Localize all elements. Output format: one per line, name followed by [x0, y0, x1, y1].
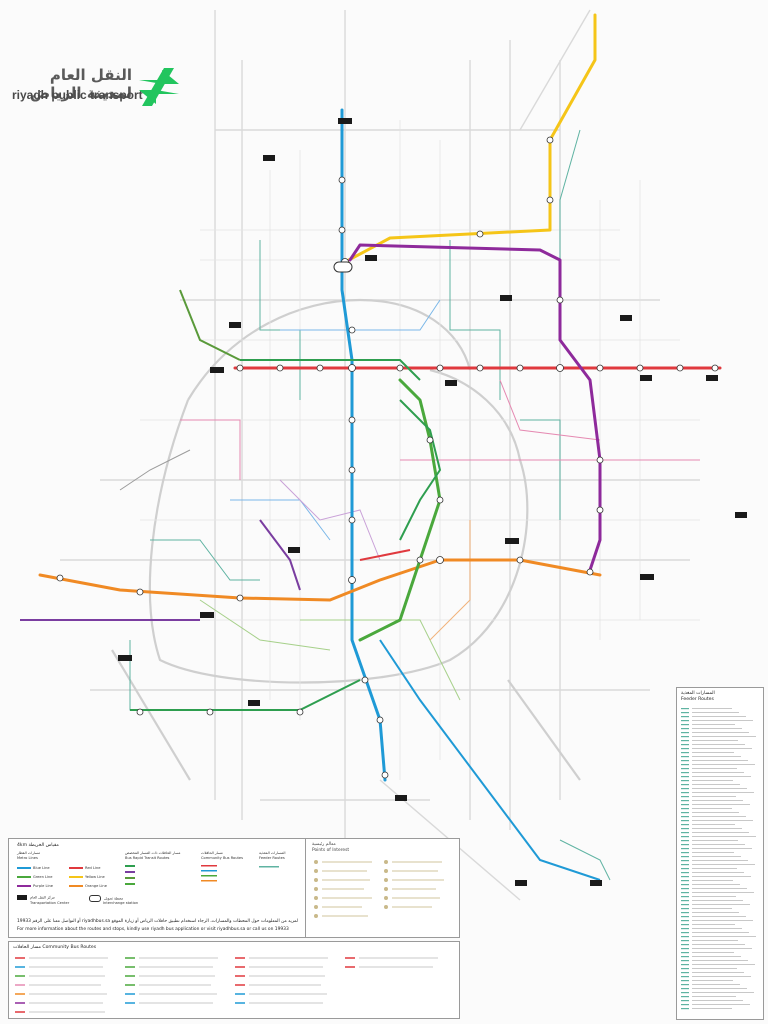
brand-title-ar: النقل العام لمدينة الرياض [30, 66, 132, 102]
brt-routes[interactable] [20, 289, 601, 881]
metro-yellow-line[interactable] [343, 13, 597, 264]
feeder-routes[interactable] [119, 129, 700, 881]
feeder-legend-title-en: Feeder Routes [259, 856, 285, 860]
metro-orange-line[interactable] [38, 558, 602, 602]
community-legend-title-ar: مسار الحافلات [201, 851, 223, 855]
poi-icons [314, 860, 444, 918]
metro-line-item: Yellow Line [69, 875, 105, 879]
map-scale: 4km مقياس الخريطة [17, 843, 59, 848]
community-legend-title-en: Community Bus Routes [201, 856, 244, 860]
logo-arrows-icon [139, 68, 179, 106]
interchange-legend-en: Interchange station [103, 901, 139, 905]
metro-purple-line[interactable] [348, 243, 602, 572]
road-network [60, 9, 700, 901]
transportation-centers[interactable] [118, 118, 747, 886]
feeder-routes-header-en: Feeder Routes [681, 697, 714, 702]
map-legend: 4km مقياس الخريطة مسارات القطار Metro Li… [8, 838, 460, 938]
metro-line-item: Green Line [17, 875, 53, 879]
community-routes-legend: مسار الحافلات Community Bus Routes [8, 941, 460, 1019]
poi-title-en: Points of Interest [312, 848, 350, 853]
metro-line-item: Red Line [69, 866, 100, 870]
interchange-hub[interactable] [333, 261, 353, 273]
feeder-legend-title-ar: المسارات المغذية [259, 851, 286, 855]
community-routes-list [15, 957, 438, 1013]
brt-legend-swatches [125, 865, 135, 885]
community-routes-header: مسار الحافلات Community Bus Routes [13, 945, 97, 950]
brand-title-en: riyadh public transport [12, 88, 143, 102]
ring-road [111, 298, 581, 781]
metro-line-item: Orange Line [69, 884, 107, 888]
info-text-en: For more information about the routes an… [17, 927, 289, 932]
transport-center-legend: مركز النقل العام [17, 895, 55, 900]
minor-roads [140, 120, 700, 780]
info-text-ar: لمزيد من المعلومات حول المحطات والمسارات… [17, 919, 298, 924]
stations[interactable] [56, 136, 719, 779]
feeder-routes-legend: المسارات المغذية Feeder Routes [676, 687, 764, 1020]
feeder-legend-swatch [259, 866, 279, 868]
metro-line-item: Blue Line [17, 866, 50, 870]
metro-legend-title-en: Metro Lines [17, 856, 38, 860]
community-legend-swatches [201, 865, 217, 882]
feeder-routes-list [681, 708, 756, 1010]
points-of-interest-legend: معالم رئيسية Points of Interest [305, 838, 460, 938]
interchange-legend: محطة تحويل [89, 895, 123, 902]
brt-legend-title-en: Bus Rapid Transit Routes [125, 856, 170, 860]
metro-line-item: Purple Line [17, 884, 53, 888]
brt-legend-title-ar: مسار الحافلات ذات المسار المخصص [125, 851, 181, 855]
poi-title-ar: معالم رئيسية [312, 842, 336, 847]
feeder-routes-header-ar: المسارات المغذية [681, 691, 715, 696]
transport-center-legend-en: Transportation Center [30, 901, 70, 905]
metro-legend-title-ar: مسارات القطار [17, 851, 41, 855]
